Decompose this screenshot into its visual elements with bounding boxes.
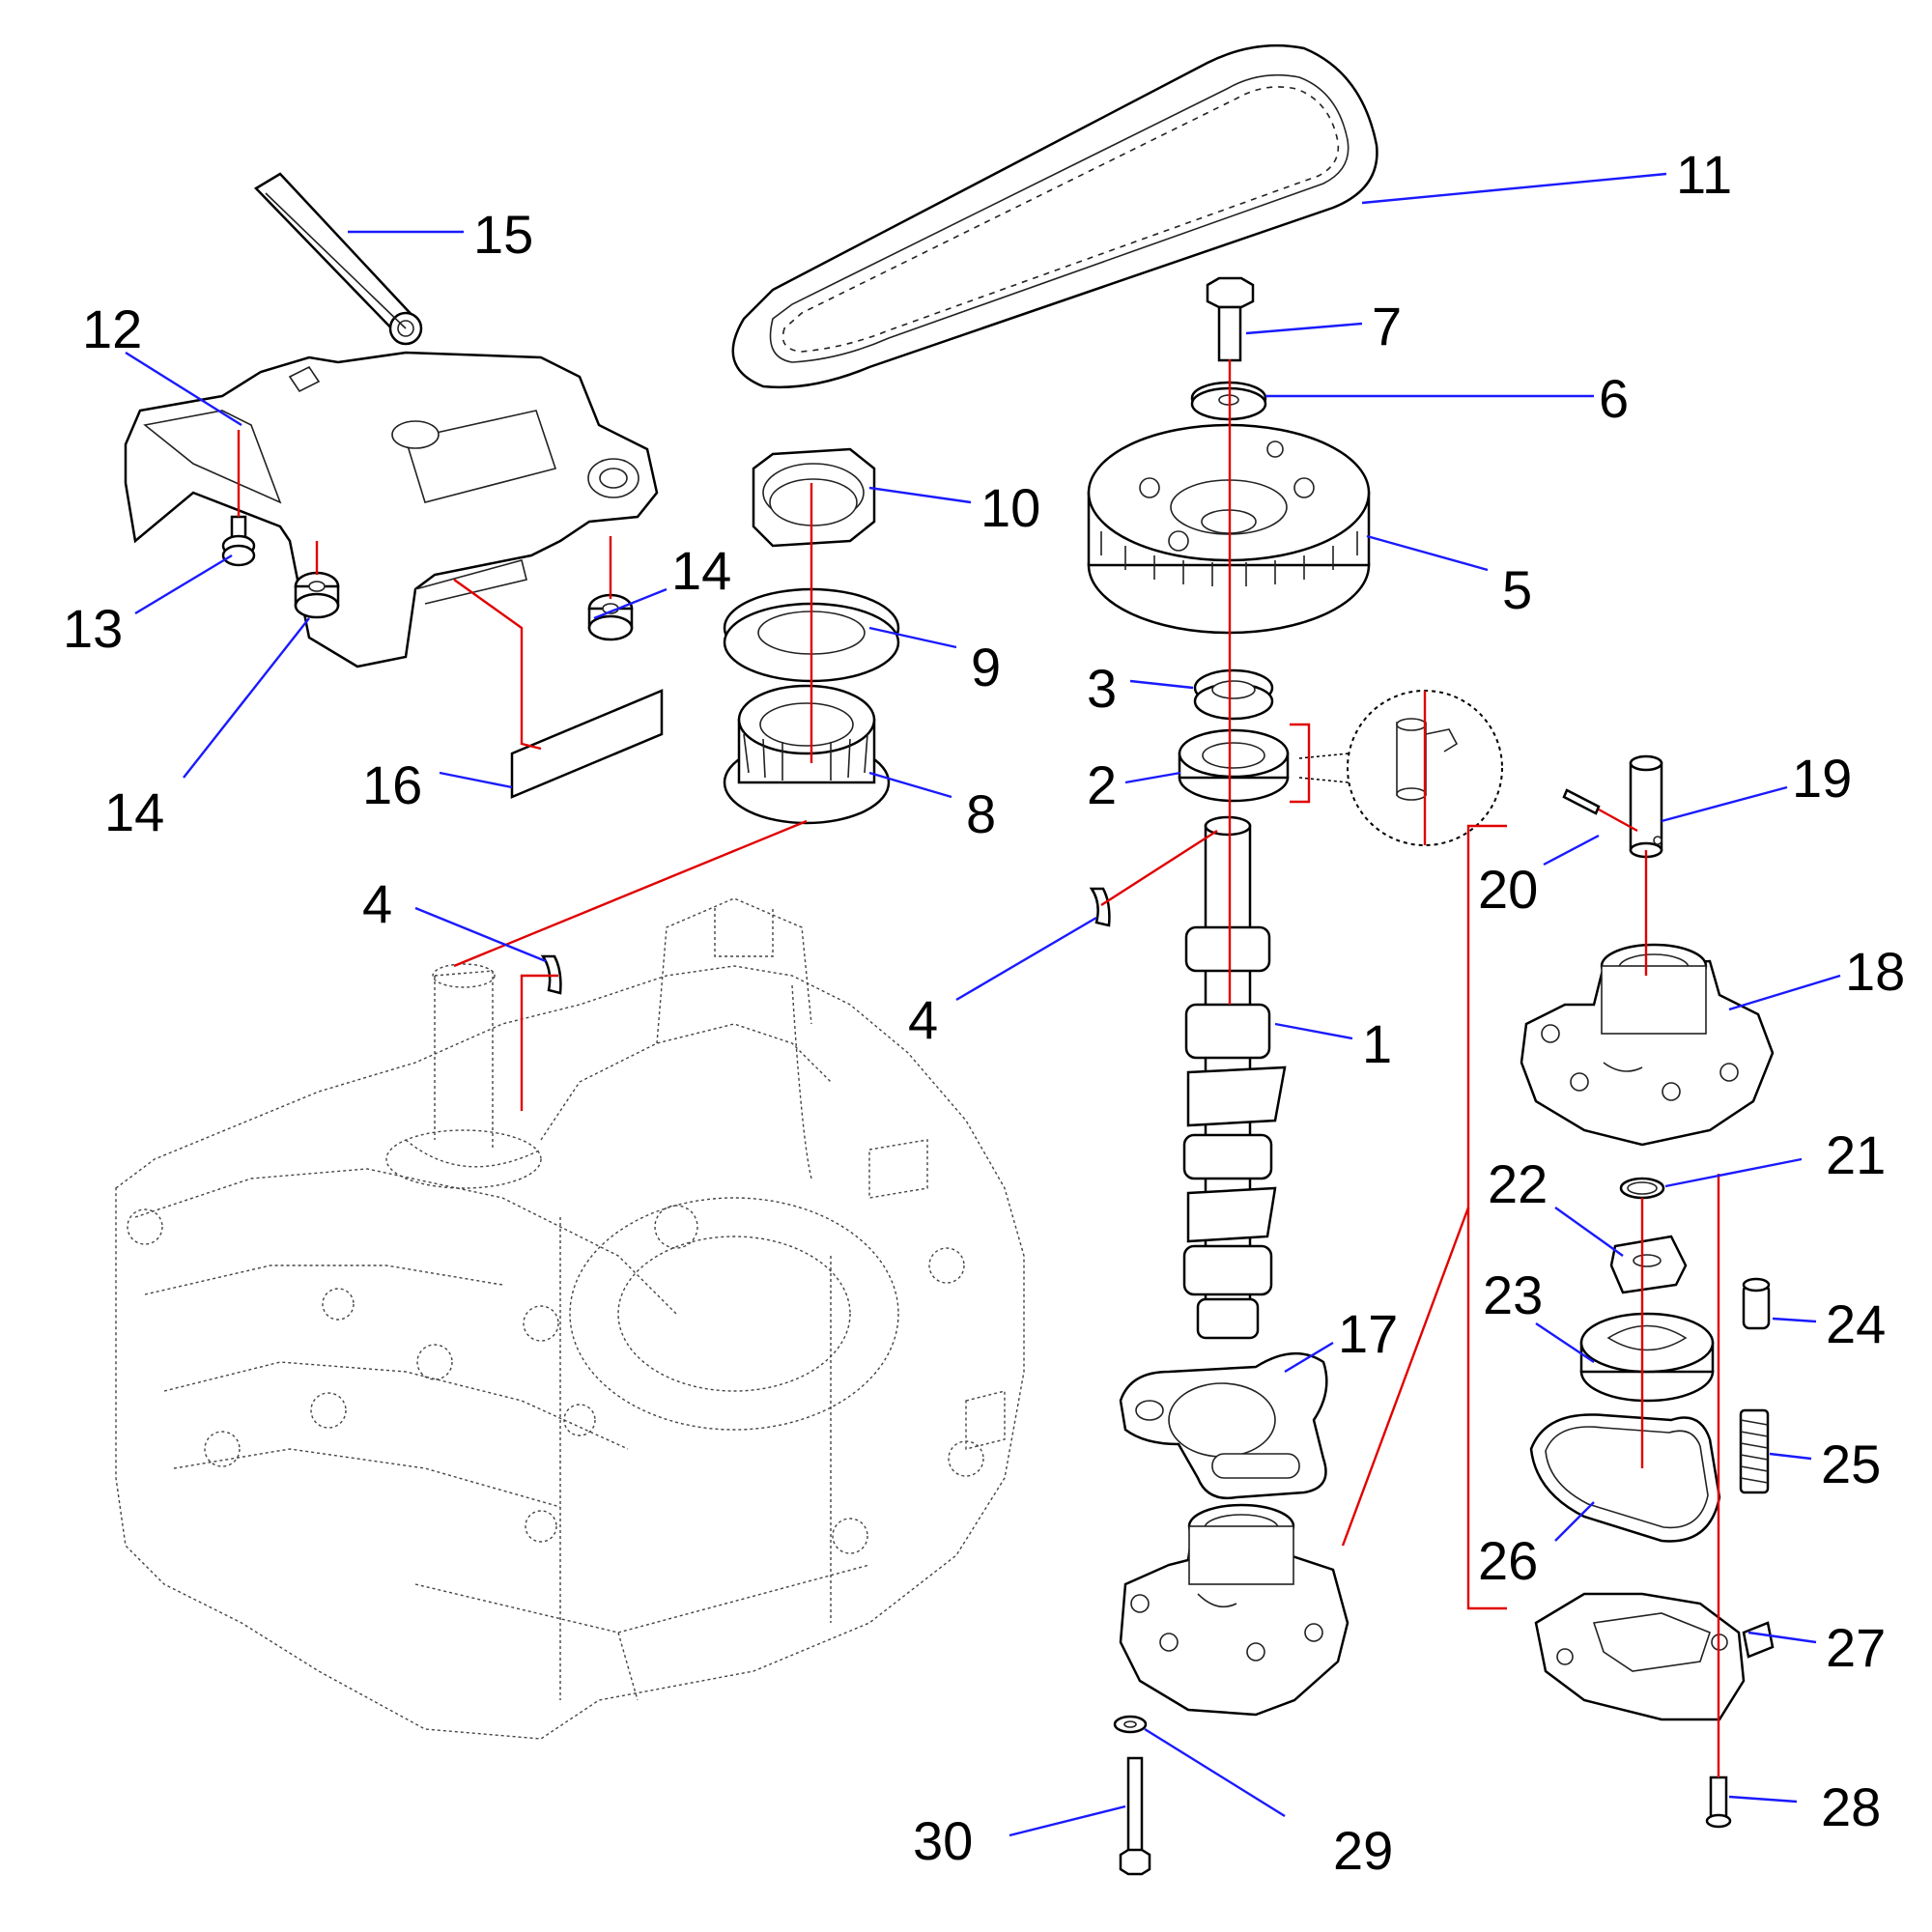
nut-10 <box>752 447 876 548</box>
callout-15: 15 <box>473 204 533 265</box>
bushing-3 <box>1193 668 1274 721</box>
callout-28: 28 <box>1821 1776 1881 1837</box>
callout-29: 29 <box>1333 1820 1393 1881</box>
bolt-30 <box>1119 1756 1151 1876</box>
oil-pump-body-lower <box>1119 1503 1350 1717</box>
callout-8: 8 <box>966 783 996 844</box>
callout-22: 22 <box>1488 1153 1548 1214</box>
callout-4-crank: 4 <box>362 873 392 934</box>
o-ring-21 <box>1619 1177 1665 1200</box>
callout-3: 3 <box>1087 658 1117 719</box>
callout-14-right: 14 <box>671 540 731 601</box>
belt-shield-cover <box>124 351 659 668</box>
crankshaft-pulley-8 <box>723 684 891 825</box>
pump-cover-27 <box>1534 1592 1775 1721</box>
callout-labels: 1 2 3 4 4 5 6 7 8 9 10 11 12 13 14 14 15… <box>63 144 1905 1881</box>
assembly-lines <box>237 359 1720 1777</box>
callout-23: 23 <box>1483 1264 1543 1325</box>
plunger-24 <box>1742 1277 1771 1330</box>
callout-24: 24 <box>1826 1293 1886 1354</box>
pin-20 <box>1562 788 1601 815</box>
callout-20: 20 <box>1478 859 1538 920</box>
spring-25 <box>1739 1408 1770 1494</box>
gasket-17 <box>1119 1351 1328 1500</box>
callout-12: 12 <box>82 298 142 359</box>
callout-9: 9 <box>971 637 1001 697</box>
callout-11: 11 <box>1676 144 1732 205</box>
bolt-7 <box>1206 276 1255 362</box>
callout-1: 1 <box>1362 1013 1392 1074</box>
pump-shaft-19 <box>1629 754 1663 859</box>
callout-10: 10 <box>980 477 1040 538</box>
screw-28 <box>1705 1776 1732 1829</box>
washer-29 <box>1113 1715 1148 1734</box>
callout-17: 17 <box>1338 1303 1398 1364</box>
callout-4-camshaft: 4 <box>908 989 938 1050</box>
camshaft-1 <box>1182 815 1287 1340</box>
callout-5: 5 <box>1502 559 1532 620</box>
callout-30: 30 <box>913 1810 973 1871</box>
grommet-14-left <box>294 571 340 619</box>
callout-25: 25 <box>1821 1434 1881 1494</box>
gasket-26 <box>1529 1413 1721 1543</box>
callout-14-left: 14 <box>104 781 164 842</box>
woodruff-key-4-camshaft <box>1089 887 1111 927</box>
callout-2: 2 <box>1087 754 1117 815</box>
timing-belt <box>731 43 1378 389</box>
callout-7: 7 <box>1372 296 1402 356</box>
seal-detail-inset <box>1290 690 1503 846</box>
decal-16 <box>510 689 664 799</box>
leader-lines <box>125 172 1841 1837</box>
callout-27: 27 <box>1826 1617 1886 1678</box>
edge-trim-hose <box>254 172 423 346</box>
callout-19: 19 <box>1792 748 1852 809</box>
oil-pump-housing-18 <box>1520 943 1775 1147</box>
callout-26: 26 <box>1478 1530 1538 1591</box>
callout-21: 21 <box>1826 1124 1886 1185</box>
inner-rotor-22 <box>1609 1235 1688 1294</box>
callout-16: 16 <box>362 754 422 815</box>
callout-13: 13 <box>63 598 123 659</box>
engine-block <box>115 897 1025 1740</box>
oil-seal-2 <box>1178 728 1290 803</box>
outer-rotor-23 <box>1579 1312 1715 1403</box>
callout-6: 6 <box>1599 368 1629 429</box>
callout-18: 18 <box>1845 941 1905 1002</box>
